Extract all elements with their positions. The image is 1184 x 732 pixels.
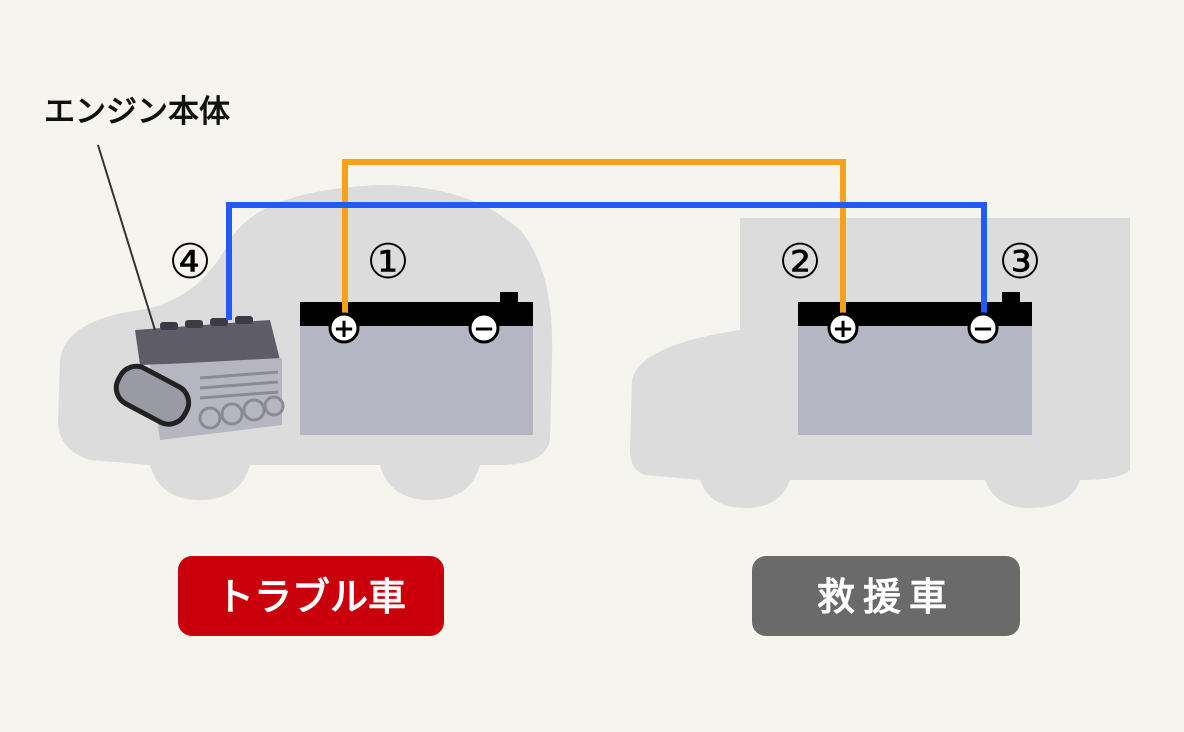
rescue-minus-terminal: − [967,312,999,344]
trouble-car-badge: トラブル車 [178,556,444,636]
trouble-car-label: トラブル車 [216,575,406,619]
rescue-plus-terminal: + [827,312,859,344]
minus-sign: − [473,314,495,344]
trouble-plus-terminal: + [328,312,360,344]
engine-icon [113,316,285,440]
plus-sign: + [333,314,355,344]
negative-cable [226,202,987,320]
engine-label: エンジン本体 [44,94,230,130]
minus-sign: − [972,314,994,344]
rescue-car-label: 救援車 [817,575,955,619]
positive-cable [342,159,846,318]
step-marker-2: ② [778,234,821,290]
trouble-minus-terminal: − [468,312,500,344]
step-marker-1: ① [366,234,409,290]
step-marker-3: ③ [998,234,1041,290]
step-marker-4: ④ [168,234,211,290]
engine-leader-line [97,144,156,331]
rescue-car-badge: 救援車 [752,556,1020,636]
plus-sign: + [832,314,854,344]
